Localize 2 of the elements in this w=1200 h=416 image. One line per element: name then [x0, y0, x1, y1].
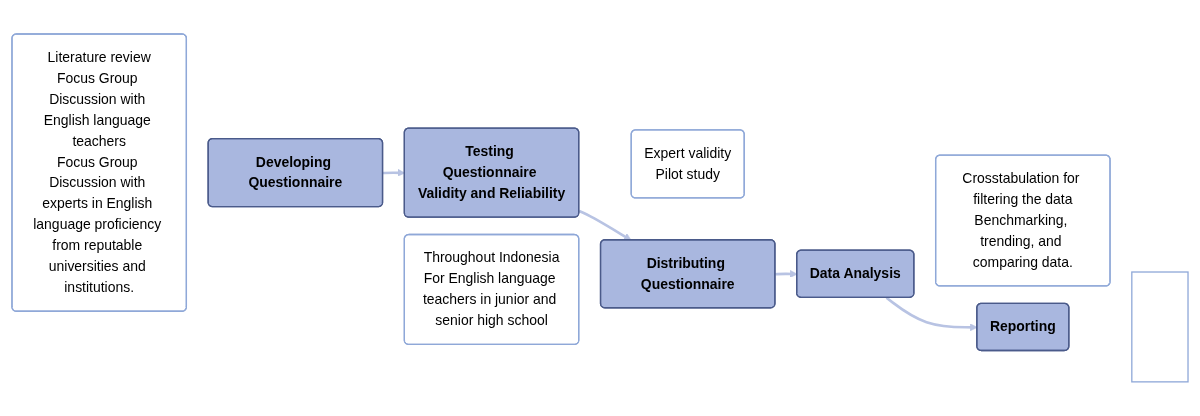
arrow [578, 209, 632, 241]
node-box [1131, 271, 1189, 383]
